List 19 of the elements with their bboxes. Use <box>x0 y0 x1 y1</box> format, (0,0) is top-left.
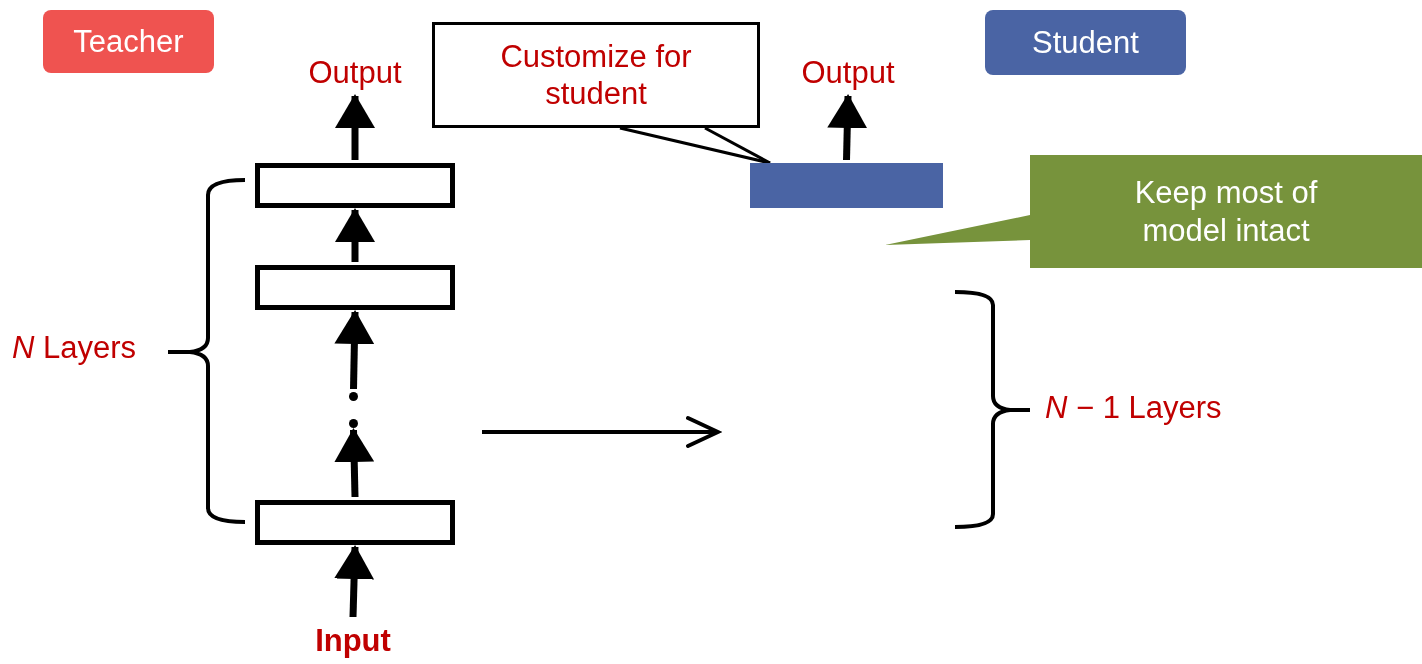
ellipsis-dots <box>349 392 358 428</box>
layer-count-label: N Layers <box>12 330 137 366</box>
callout-box: Keep most of model intact <box>885 155 1422 268</box>
arrow <box>827 94 868 161</box>
arrow <box>334 310 375 390</box>
input-label: Input <box>300 620 406 662</box>
output-label: Output <box>292 52 418 94</box>
output-label: Output <box>785 52 911 94</box>
leader-line <box>619 126 771 165</box>
arrow <box>334 428 375 498</box>
layer-count-label: N − 1 Layers <box>1045 390 1222 426</box>
arrow <box>334 545 375 618</box>
role-badge: Teacher <box>43 10 214 73</box>
layer-box <box>255 500 455 545</box>
callout-box: Customize for student <box>432 22 760 128</box>
layer-box <box>255 163 455 208</box>
role-badge: Student <box>985 10 1186 75</box>
layer-box <box>255 265 455 310</box>
layer-bar <box>750 163 943 208</box>
